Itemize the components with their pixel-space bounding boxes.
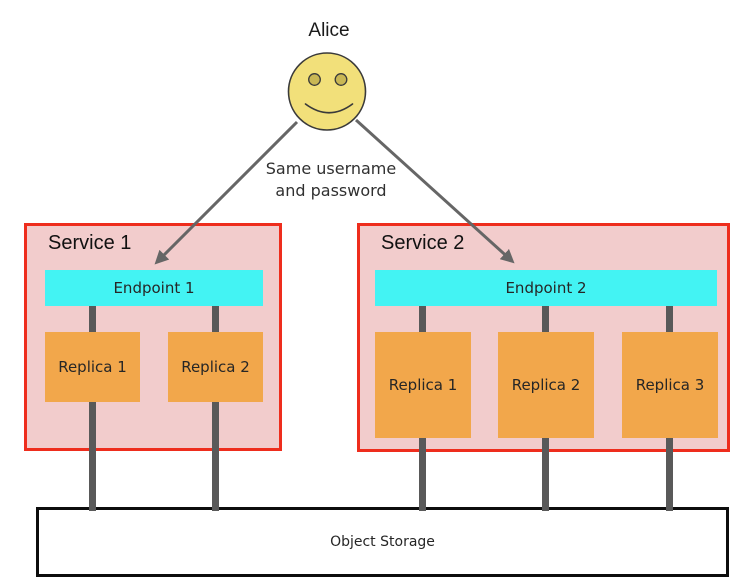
service-2-replica-3: Replica 3 bbox=[622, 332, 718, 438]
service-1-replica-1: Replica 1 bbox=[45, 332, 140, 402]
object-storage-label: Object Storage bbox=[330, 534, 435, 550]
endpoint-2-label: Endpoint 2 bbox=[505, 279, 587, 297]
smile-curve bbox=[304, 103, 354, 114]
replica-label: Replica 2 bbox=[181, 358, 250, 376]
replica-label: Replica 1 bbox=[58, 358, 127, 376]
service-2-replica-2: Replica 2 bbox=[498, 332, 594, 438]
replica-label: Replica 1 bbox=[388, 376, 458, 394]
endpoint-1-bar: Endpoint 1 bbox=[45, 270, 263, 306]
object-storage-box: Object Storage bbox=[36, 507, 729, 577]
service-2-title: Service 2 bbox=[381, 232, 465, 254]
note-text: Same username and password bbox=[265, 159, 397, 200]
endpoint-1-label: Endpoint 1 bbox=[113, 279, 195, 297]
replica-label: Replica 2 bbox=[511, 376, 581, 394]
service-2-replica-1: Replica 1 bbox=[375, 332, 471, 438]
service-1-replica-2: Replica 2 bbox=[168, 332, 263, 402]
service-1-title: Service 1 bbox=[48, 232, 132, 254]
left-eye-icon bbox=[308, 73, 321, 86]
endpoint-2-bar: Endpoint 2 bbox=[375, 270, 717, 306]
connector-service1-replica1 bbox=[89, 306, 96, 511]
actor-label: Alice bbox=[308, 20, 350, 41]
replica-label: Replica 3 bbox=[635, 376, 705, 394]
right-eye-icon bbox=[334, 73, 348, 86]
smiley-face-icon bbox=[287, 52, 367, 131]
connector-service1-replica2 bbox=[212, 306, 219, 511]
